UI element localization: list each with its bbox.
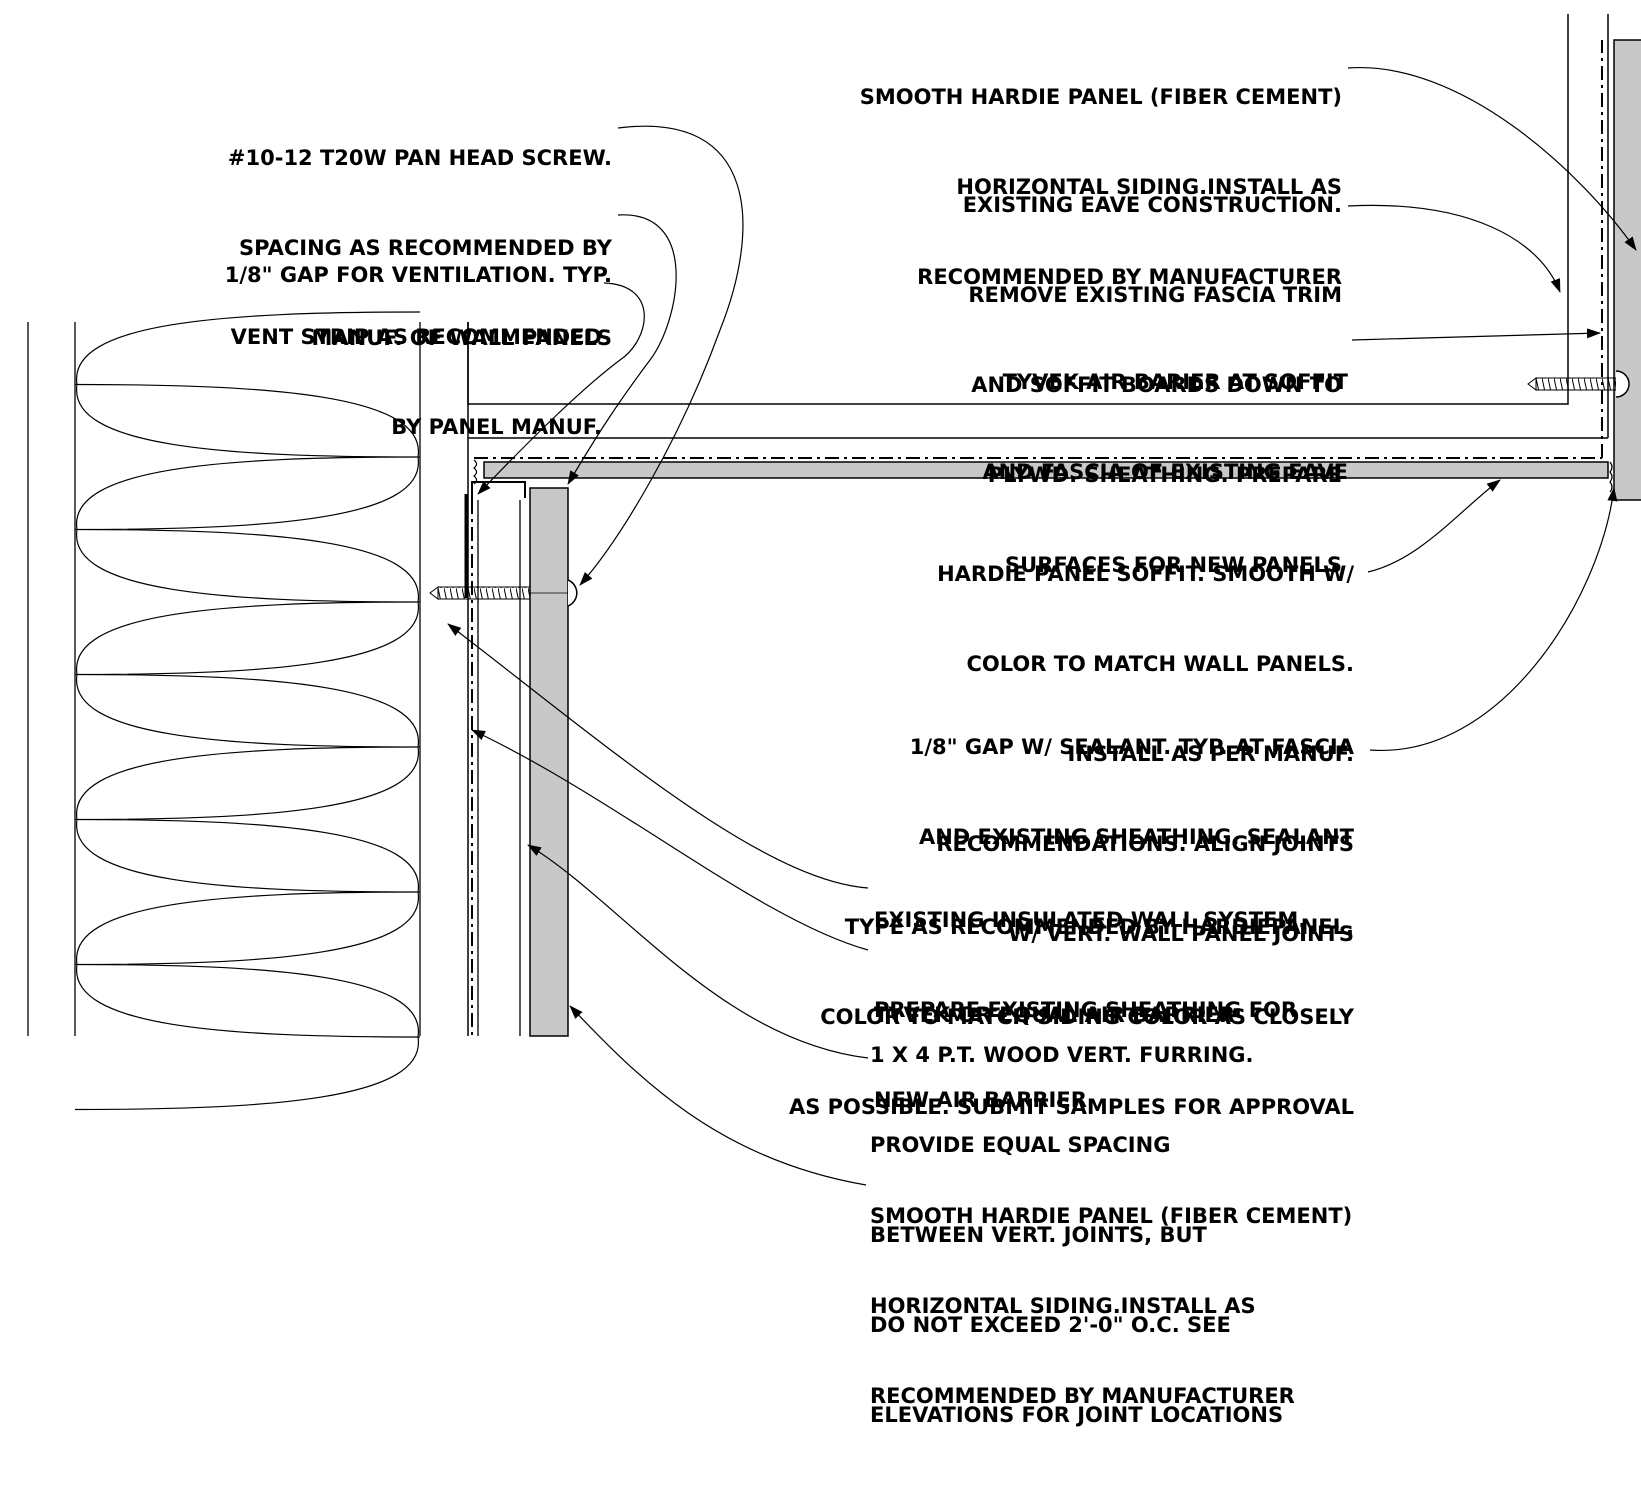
fascia-screw — [1527, 370, 1630, 398]
note-line: COLOR TO MATCH SIDING COLOR AS CLOSELY — [820, 1005, 1354, 1029]
note-siding-bottom: SMOOTH HARDIE PANEL (FIBER CEMENT) HORIZ… — [870, 1141, 1352, 1471]
note-line: EXISTING INSULATED WALL SYSTEM. — [874, 908, 1307, 932]
note-line: BY PANEL MANUF. — [391, 415, 602, 439]
note-line: TYVEK OR EQUAL AIR BARRIER — [874, 1003, 1236, 1027]
insulation-batt — [27, 311, 421, 1111]
leader-gap-vent — [567, 214, 677, 485]
note-wall-system: EXISTING INSULATED WALL SYSTEM. PREPARE … — [874, 845, 1306, 1175]
note-line: MANUF. OF WALL PANELS — [311, 326, 612, 350]
section-detail-svg — [27, 14, 1641, 1186]
note-line: INSTALL AS PER MANUF. — [1067, 742, 1354, 766]
note-tyvek-soffit: TYVEK AIR BARIER AT SOFFIT AND FASCIA OF… — [982, 307, 1348, 547]
note-screw: #10-12 T20W PAN HEAD SCREW. SPACING AS R… — [228, 83, 612, 413]
leader-eave — [1347, 204, 1561, 293]
note-eave: EXISTING EAVE CONSTRUCTION. REMOVE EXIST… — [963, 130, 1342, 640]
note-line: 1/8" GAP FOR VENTILATION. TYP. — [224, 263, 612, 287]
note-line: EXISTING EAVE CONSTRUCTION. — [962, 193, 1342, 217]
note-sealant: 1/8" GAP W/ SEALANT. TYP. AT FASCIA AND … — [789, 672, 1354, 1182]
detail-drawing: SMOOTH HARDIE PANEL (FIBER CEMENT) HORIZ… — [27, 14, 1641, 1427]
note-line: SMOOTH HARDIE PANEL (FIBER CEMENT) — [870, 1204, 1353, 1228]
note-line: RECOMMENDED BY MANUFACTURER — [870, 1384, 1295, 1408]
leader-sealant — [1369, 487, 1618, 751]
sealant-joint-fascia — [1609, 461, 1613, 493]
wall-assembly — [464, 322, 569, 1037]
note-vent-strip: VENT STRIP AS RECOMMENDED BY PANEL MANUF… — [231, 262, 602, 502]
note-line: AND EXISTING SHEATHING. SEALANT — [918, 825, 1354, 849]
note-line: PROVIDE EQUAL SPACING — [870, 1133, 1171, 1157]
note-line: HORIZONTAL SIDING.INSTALL AS — [870, 1294, 1256, 1318]
leader-wall-system — [447, 623, 869, 889]
leader-soffit-panel — [1367, 479, 1501, 573]
note-line: COLOR TO MATCH WALL PANELS. — [966, 652, 1354, 676]
note-line: REMOVE EXISTING FASCIA TRIM — [968, 283, 1342, 307]
wall-screw — [429, 579, 578, 607]
note-line: SURFACES FOR NEW PANELS — [1005, 553, 1342, 577]
note-line: RECOMMENDATIONS. ALIGN JOINTS — [936, 832, 1354, 856]
sealant-joint-wall — [473, 459, 478, 485]
leader-furring — [527, 844, 869, 1059]
insulation-loops — [74, 311, 421, 1111]
note-line: TYVEK AIR BARIER AT SOFFIT — [1002, 370, 1348, 394]
vent-strip-top — [471, 481, 526, 512]
eave-assembly — [467, 14, 1641, 501]
note-gap-vent: 1/8" GAP FOR VENTILATION. TYP. — [225, 200, 612, 350]
leader-screw — [579, 125, 744, 586]
soffit-panel — [483, 461, 1609, 479]
note-siding-top: SMOOTH HARDIE PANEL (FIBER CEMENT) HORIZ… — [860, 22, 1342, 352]
note-line: RECOMMENDED BY MANUFACTURER — [917, 265, 1342, 289]
leader-siding-top — [1347, 67, 1637, 251]
note-line: NEW AIR BARRIER — [874, 1088, 1087, 1112]
note-line: SPACING AS RECOMMENDED BY — [239, 236, 612, 260]
note-line: #10-12 T20W PAN HEAD SCREW. — [227, 146, 612, 170]
note-line: HORIZONTAL SIDING.INSTALL AS — [956, 175, 1342, 199]
leader-tyvek-wall — [471, 729, 869, 951]
leader-lines — [447, 67, 1637, 1186]
insulation-loop-path — [74, 311, 421, 1111]
note-line: PREPARE EXISTING SHEATHING FOR — [874, 998, 1298, 1022]
note-line: 1 X 4 P.T. WOOD VERT. FURRING. — [870, 1043, 1254, 1067]
note-line: PLYWD. SHEATHING. PREPARE — [987, 463, 1342, 487]
leader-vent-strip — [477, 282, 645, 495]
leader-siding-bottom — [569, 1005, 867, 1186]
note-line: AS POSSIBLE. SUBMIT SAMPLES FOR APPROVAL — [788, 1095, 1354, 1119]
note-line: 1/8" GAP W/ SEALANT. TYP. AT FASCIA — [909, 735, 1354, 759]
eave-sheathing-outline — [467, 14, 1569, 405]
note-soffit-panel: HARDIE PANEL SOFFIT. SMOOTH W/ COLOR TO … — [936, 499, 1354, 1009]
note-line: W/ VERT. WALL PANEL JOINTS — [1008, 922, 1354, 946]
note-line: HARDIE PANEL SOFFIT. SMOOTH W/ — [937, 562, 1354, 586]
note-line: AND FASCIA OF EXISTING EAVE — [982, 460, 1348, 484]
note-tyvek-wall: TYVEK OR EQUAL AIR BARRIER — [874, 940, 1235, 1090]
leader-tyvek-soffit — [1351, 328, 1601, 341]
wall-siding-panel — [529, 487, 569, 1037]
fascia-panel — [1613, 39, 1641, 501]
note-line: VENT STRIP AS RECOMMENDED — [230, 325, 602, 349]
note-line: SMOOTH HARDIE PANEL (FIBER CEMENT) — [859, 85, 1342, 109]
note-line: AND SOFFIT BOARDS DOWN TO — [971, 373, 1342, 397]
note-line: TYPE AS RECOMMENDED BY HARDIEPANEL. — [844, 915, 1354, 939]
